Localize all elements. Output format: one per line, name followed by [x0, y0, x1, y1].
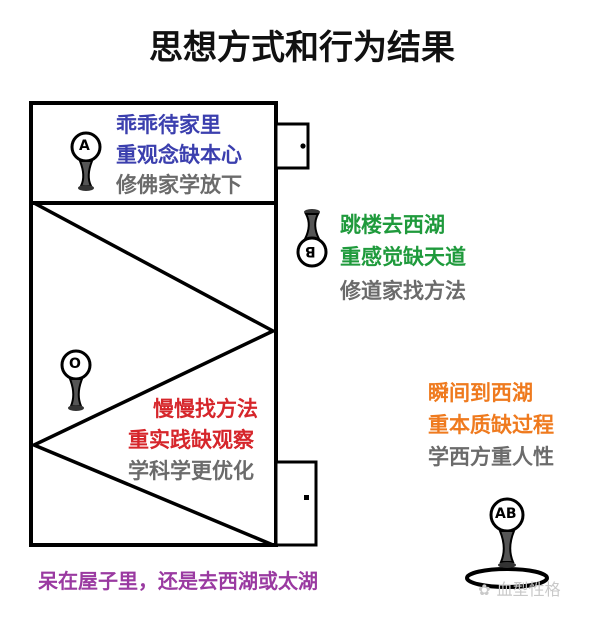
watermark: ✿ 血型性格	[478, 576, 561, 600]
figure-o-line-2: 重实践缺观察	[128, 428, 254, 452]
figure-ab-line-3: 学西方重人性	[428, 445, 554, 469]
page-title: 思想方式和行为结果	[149, 28, 455, 68]
figure-o	[60, 349, 92, 411]
figure-b-line-1: 跳楼去西湖	[340, 213, 445, 237]
lower-door-knob	[304, 495, 309, 500]
upper-door-knob	[300, 143, 306, 149]
wechat-icon: ✿	[478, 581, 491, 599]
figure-a	[70, 131, 102, 191]
figure-b-line-2: 重感觉缺天道	[340, 245, 466, 269]
figure-b	[296, 209, 328, 268]
figure-a-label: A	[79, 138, 90, 154]
lower-door	[274, 460, 318, 547]
bottom-caption: 呆在屋子里，还是去西湖或太湖	[38, 569, 318, 593]
figure-ab-line-2: 重本质缺过程	[428, 413, 554, 437]
figure-ab	[465, 497, 549, 589]
figure-o-line-3: 学科学更优化	[128, 459, 254, 483]
figure-o-line-1: 慢慢找方法	[153, 397, 258, 421]
figure-o-label: O	[69, 356, 81, 372]
figure-ab-line-1: 瞬间到西湖	[428, 381, 533, 405]
figure-b-line-3: 修道家找方法	[340, 279, 466, 303]
house-outline	[29, 101, 278, 547]
figure-ab-label: AB	[495, 506, 517, 522]
figure-a-line-2: 重观念缺本心	[116, 143, 242, 167]
figure-a-line-3: 修佛家学放下	[116, 173, 242, 197]
zigzag-path	[29, 201, 277, 547]
figure-b-label: B	[305, 243, 316, 259]
figure-a-line-1: 乖乖待家里	[116, 113, 221, 137]
watermark-text: 血型性格	[496, 580, 561, 599]
